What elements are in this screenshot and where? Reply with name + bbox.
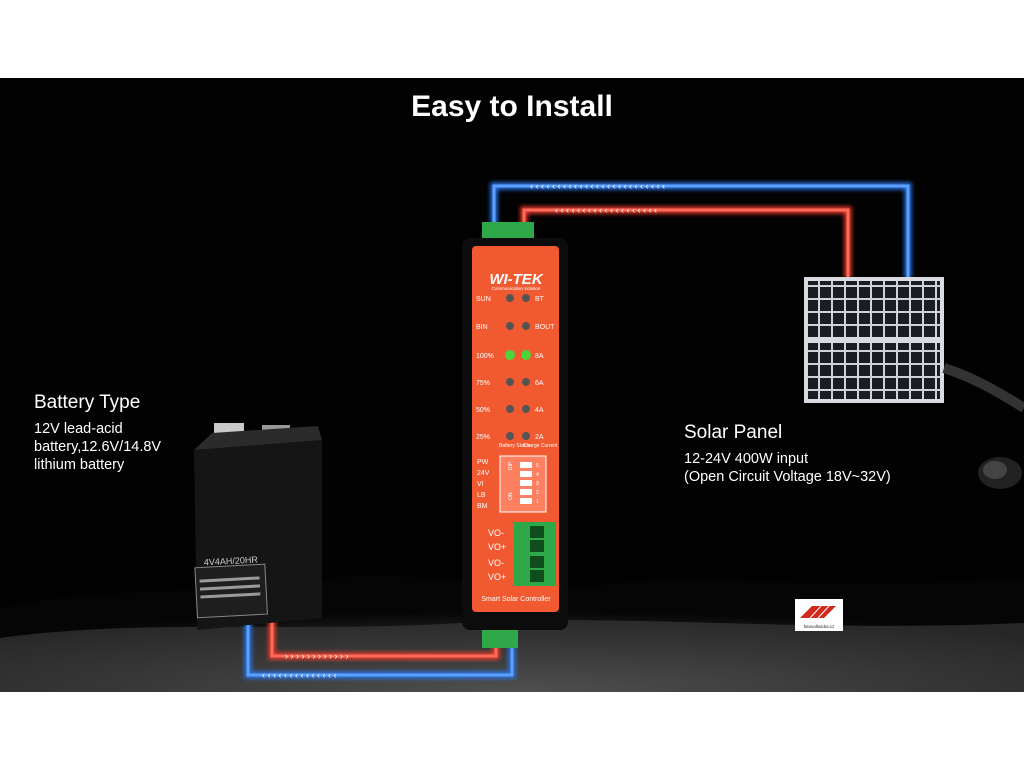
led-label-bt: BT [535,296,545,303]
battery [194,423,322,630]
install-diagram: ‹ ‹ ‹ ‹ ‹ ‹ ‹ ‹ ‹ ‹ ‹ ‹ ‹ ‹ ‹ ‹ ‹ ‹ ‹ ‹ … [0,181,1024,692]
terminal-label-vo-minus-2: VO- [488,558,504,568]
dip-number-1: 1 [536,499,539,505]
product-name: Smart Solar Controller [481,596,551,603]
battery-status-label: Battery Status [499,443,531,449]
brand-tagline: Communication Solution [492,286,541,291]
dip-title: DIP [508,461,514,470]
led-label-8a: 8A [535,353,544,360]
solar-panel [804,277,1024,489]
dip-number-3: 3 [536,481,539,487]
battery-line-1: 12V lead-acid [34,421,123,437]
dip-label-vi: VI [477,481,484,488]
dip-label-lb: LB [477,492,486,499]
terminal-label-vo-plus-1: VO+ [488,542,506,552]
dip-number-5: 5 [536,463,539,469]
svg-text:› › › › › › › › › ›: › › › › › › › › › › › › [285,651,348,661]
battery-model: 4V4AH/20HR [204,555,259,568]
dip-label-bm: BM [477,503,488,510]
dip-label-pw: PW [477,459,489,466]
led-100-green [505,350,515,360]
terminal-label-vo-minus-1: VO- [488,528,504,538]
solar-heading: Solar Panel [684,422,783,443]
svg-text:‹ ‹ ‹ ‹ ‹ ‹ ‹ ‹ ‹ ‹: ‹ ‹ ‹ ‹ ‹ ‹ ‹ ‹ ‹ ‹ ‹ ‹ ‹ ‹ ‹ ‹ ‹ ‹ ‹ ‹ … [530,181,665,191]
charge-current-label: Charge Current [523,443,558,449]
dip-label-24v: 24V [477,470,490,477]
battery-heading: Battery Type [34,392,141,413]
led-label-25: 25% [476,434,490,441]
led-label-50: 50% [476,407,490,414]
battery-line-3: lithium battery [34,457,125,473]
dip-number-4: 4 [536,472,539,478]
dip-on-label: ON [508,492,514,500]
led-label-75: 75% [476,380,490,387]
svg-text:‹ ‹ ‹ ‹ ‹ ‹ ‹ ‹ ‹ ‹: ‹ ‹ ‹ ‹ ‹ ‹ ‹ ‹ ‹ ‹ ‹ ‹ ‹ ‹ ‹ ‹ ‹ ‹ ‹ [555,205,657,215]
watermark-text: fotovoltaicka.cz [804,624,836,629]
led-label-sun: SUN [476,296,491,303]
solar-controller [462,222,568,648]
led-label-bout: BOUT [535,324,555,331]
flow-arrows: ‹ ‹ ‹ ‹ ‹ ‹ ‹ ‹ ‹ ‹ ‹ ‹ ‹ ‹ ‹ ‹ ‹ ‹ ‹ ‹ … [262,181,665,680]
battery-line-2: battery,12.6V/14.8V [34,439,162,455]
brand-logo: WI-TEK [489,271,543,288]
negative-wire-top [490,182,912,278]
led-label-bin: BIN [476,324,488,331]
watermark-logo: fotovoltaicka.cz [795,599,843,631]
led-8a-green [521,350,531,360]
solar-line-1: 12-24V 400W input [684,451,809,467]
led-label-100: 100% [476,353,494,360]
banner-title: Easy to Install [411,90,613,123]
negative-wire-bottom [244,598,516,679]
positive-wire-bottom [268,598,500,660]
led-label-6a: 6A [535,380,544,387]
dip-number-2: 2 [536,490,539,496]
positive-wire-top [520,206,852,278]
svg-text:‹ ‹ ‹ ‹ ‹ ‹ ‹ ‹ ‹ ‹: ‹ ‹ ‹ ‹ ‹ ‹ ‹ ‹ ‹ ‹ ‹ ‹ ‹ ‹ [262,670,336,680]
product-banner: Easy to Install [0,78,1024,692]
solar-line-2: (Open Circuit Voltage 18V~32V) [684,469,891,485]
terminal-label-vo-plus-2: VO+ [488,572,506,582]
led-label-4a: 4A [535,407,544,414]
led-label-2a: 2A [535,434,544,441]
